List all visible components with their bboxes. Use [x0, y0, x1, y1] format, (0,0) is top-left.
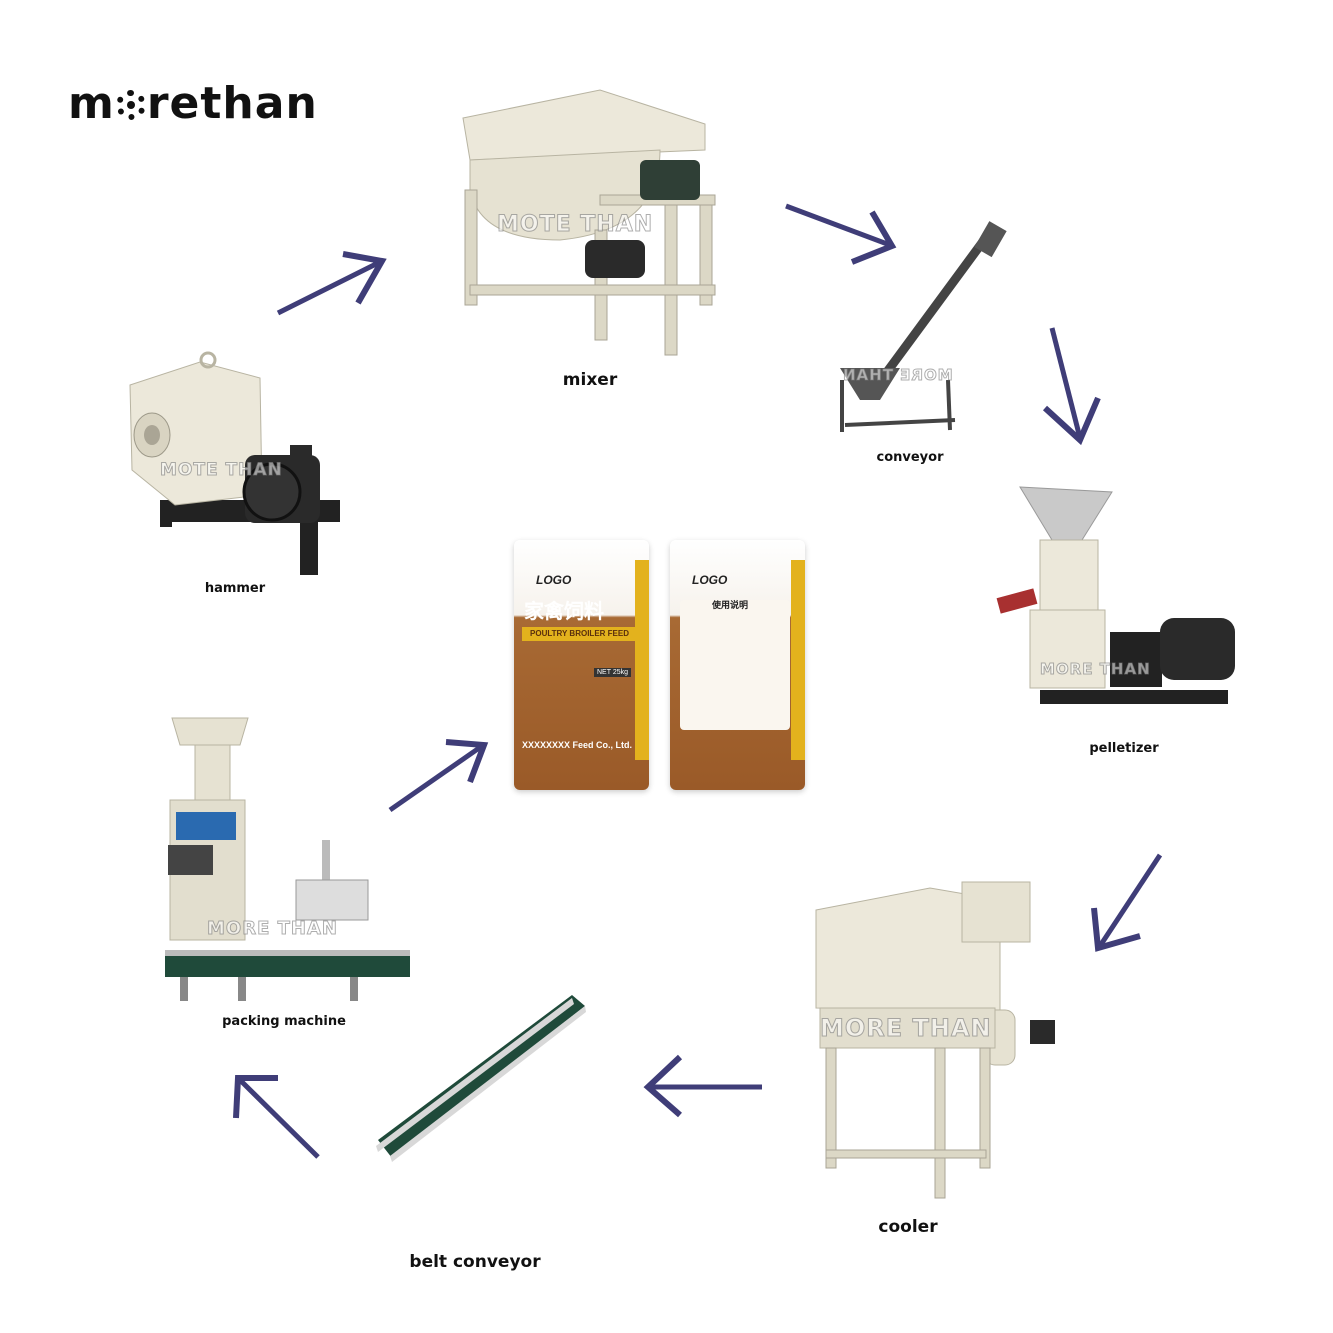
label-belt-conveyor: belt conveyor	[409, 1252, 541, 1272]
bag-strip	[635, 560, 649, 760]
flow-arrows	[233, 203, 1163, 1159]
arrow-mixer-to-conveyor	[785, 203, 891, 248]
arrow-conveyor-to-pelletizer	[1049, 327, 1083, 439]
bag-logo-text: LOGO	[692, 573, 728, 587]
label-conveyor: conveyor	[876, 450, 944, 465]
arrow-hammer-to-mixer	[276, 260, 380, 316]
arrow-belt-to-packing	[238, 1078, 320, 1159]
feed-bag-front: LOGO 家禽饲料 POULTRY BROILER FEED NET 25kg …	[514, 540, 649, 790]
watermark-pelletizer: MORE THAN	[1040, 660, 1151, 679]
watermark-packing: MORE THAN	[207, 918, 338, 940]
watermark-conveyor: MORE THAN	[842, 366, 954, 385]
watermark-hammer: MOTE THAN	[160, 460, 283, 481]
label-mixer: mixer	[562, 370, 618, 390]
bag-product-name: POULTRY BROILER FEED	[522, 627, 637, 641]
pelletizer-machine	[996, 486, 1235, 704]
hammer-machine	[129, 351, 340, 575]
packing-machine	[165, 717, 410, 1001]
conveyor-machine	[840, 221, 1007, 432]
arrow-pelletizer-to-cooler	[1097, 853, 1163, 948]
brand-logo-left: m	[68, 78, 115, 129]
label-packing-machine: packing machine	[222, 1014, 346, 1029]
brand-logo-right: rethan	[146, 78, 318, 129]
bag-instructions-panel	[680, 600, 790, 730]
bag-company: XXXXXXXX Feed Co., Ltd.	[522, 740, 633, 750]
cooler-machine	[815, 881, 1055, 1199]
label-hammer: hammer	[204, 581, 266, 596]
arrow-packing-to-product	[388, 743, 484, 813]
bag-net-weight: NET 25kg	[594, 668, 631, 677]
bag-strip	[791, 560, 805, 760]
bag-instructions-title: 使用说明	[712, 600, 749, 610]
label-pelletizer: pelletizer	[1089, 741, 1159, 756]
watermark-cooler: MORE THAN	[820, 1014, 992, 1043]
bag-logo-text: LOGO	[536, 573, 572, 587]
gear-icon	[115, 90, 146, 120]
watermark-mixer: MOTE THAN	[496, 212, 654, 238]
feed-bag-back: LOGO 使用说明	[670, 540, 805, 790]
mixer-machine	[462, 89, 716, 356]
belt-conveyor-machine	[376, 995, 586, 1162]
bag-chinese-title: 家禽饲料	[524, 601, 604, 623]
label-cooler: cooler	[878, 1217, 938, 1237]
